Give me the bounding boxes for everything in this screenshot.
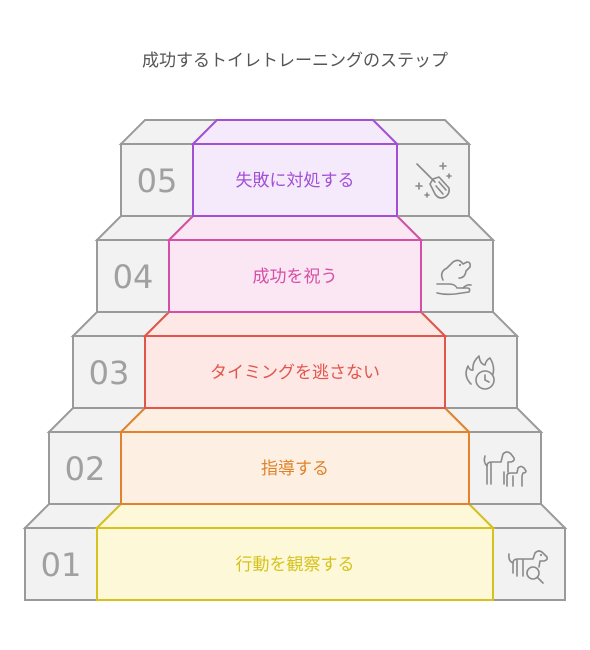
step-label: タイミングを逃さない — [210, 363, 380, 383]
center-panel — [120, 431, 470, 505]
diagram-title: 成功するトイレトレーニングのステップ — [142, 51, 448, 71]
broom-sparkle-icon — [415, 162, 452, 199]
left-panel — [24, 527, 98, 601]
left-panel — [48, 431, 122, 505]
step-01: 01 行動を観察する — [22, 503, 568, 601]
step-04: 04 成功を祝う — [94, 215, 496, 313]
clock-fire-icon — [465, 355, 495, 390]
step-number: 01 — [41, 546, 82, 584]
right-panel — [492, 527, 566, 601]
step-02: 02 指導する — [46, 407, 544, 505]
left-panel — [72, 335, 146, 409]
center-tread — [142, 311, 448, 337]
step-label: 失敗に対処する — [236, 171, 355, 191]
step-label: 行動を観察する — [236, 555, 355, 575]
dog-magnifier-icon — [508, 550, 548, 584]
dogs-icon — [483, 451, 527, 487]
center-tread — [94, 503, 496, 529]
step-number: 05 — [137, 162, 178, 200]
step-label: 成功を祝う — [253, 267, 338, 287]
step-number: 04 — [113, 258, 154, 296]
center-panel — [192, 143, 398, 217]
right-panel — [420, 239, 494, 313]
hand-dog-icon — [436, 259, 472, 296]
center-panel — [168, 239, 422, 313]
center-tread — [166, 215, 424, 241]
center-tread — [190, 119, 400, 145]
step-05: 05 失敗に対処する — [118, 119, 472, 217]
step-label: 指導する — [261, 459, 329, 479]
step-number: 02 — [65, 450, 106, 488]
steps-layer: 01 行動を観察する 02 指導する 03 タイミングを逃さない 04 成功を祝う 05 失敗に対… — [22, 119, 568, 601]
step-number: 03 — [89, 354, 130, 392]
right-panel — [468, 431, 542, 505]
center-panel — [96, 527, 494, 601]
step-03: 03 タイミングを逃さない — [70, 311, 520, 409]
center-tread — [118, 407, 472, 433]
center-panel — [144, 335, 446, 409]
left-panel — [120, 143, 194, 217]
